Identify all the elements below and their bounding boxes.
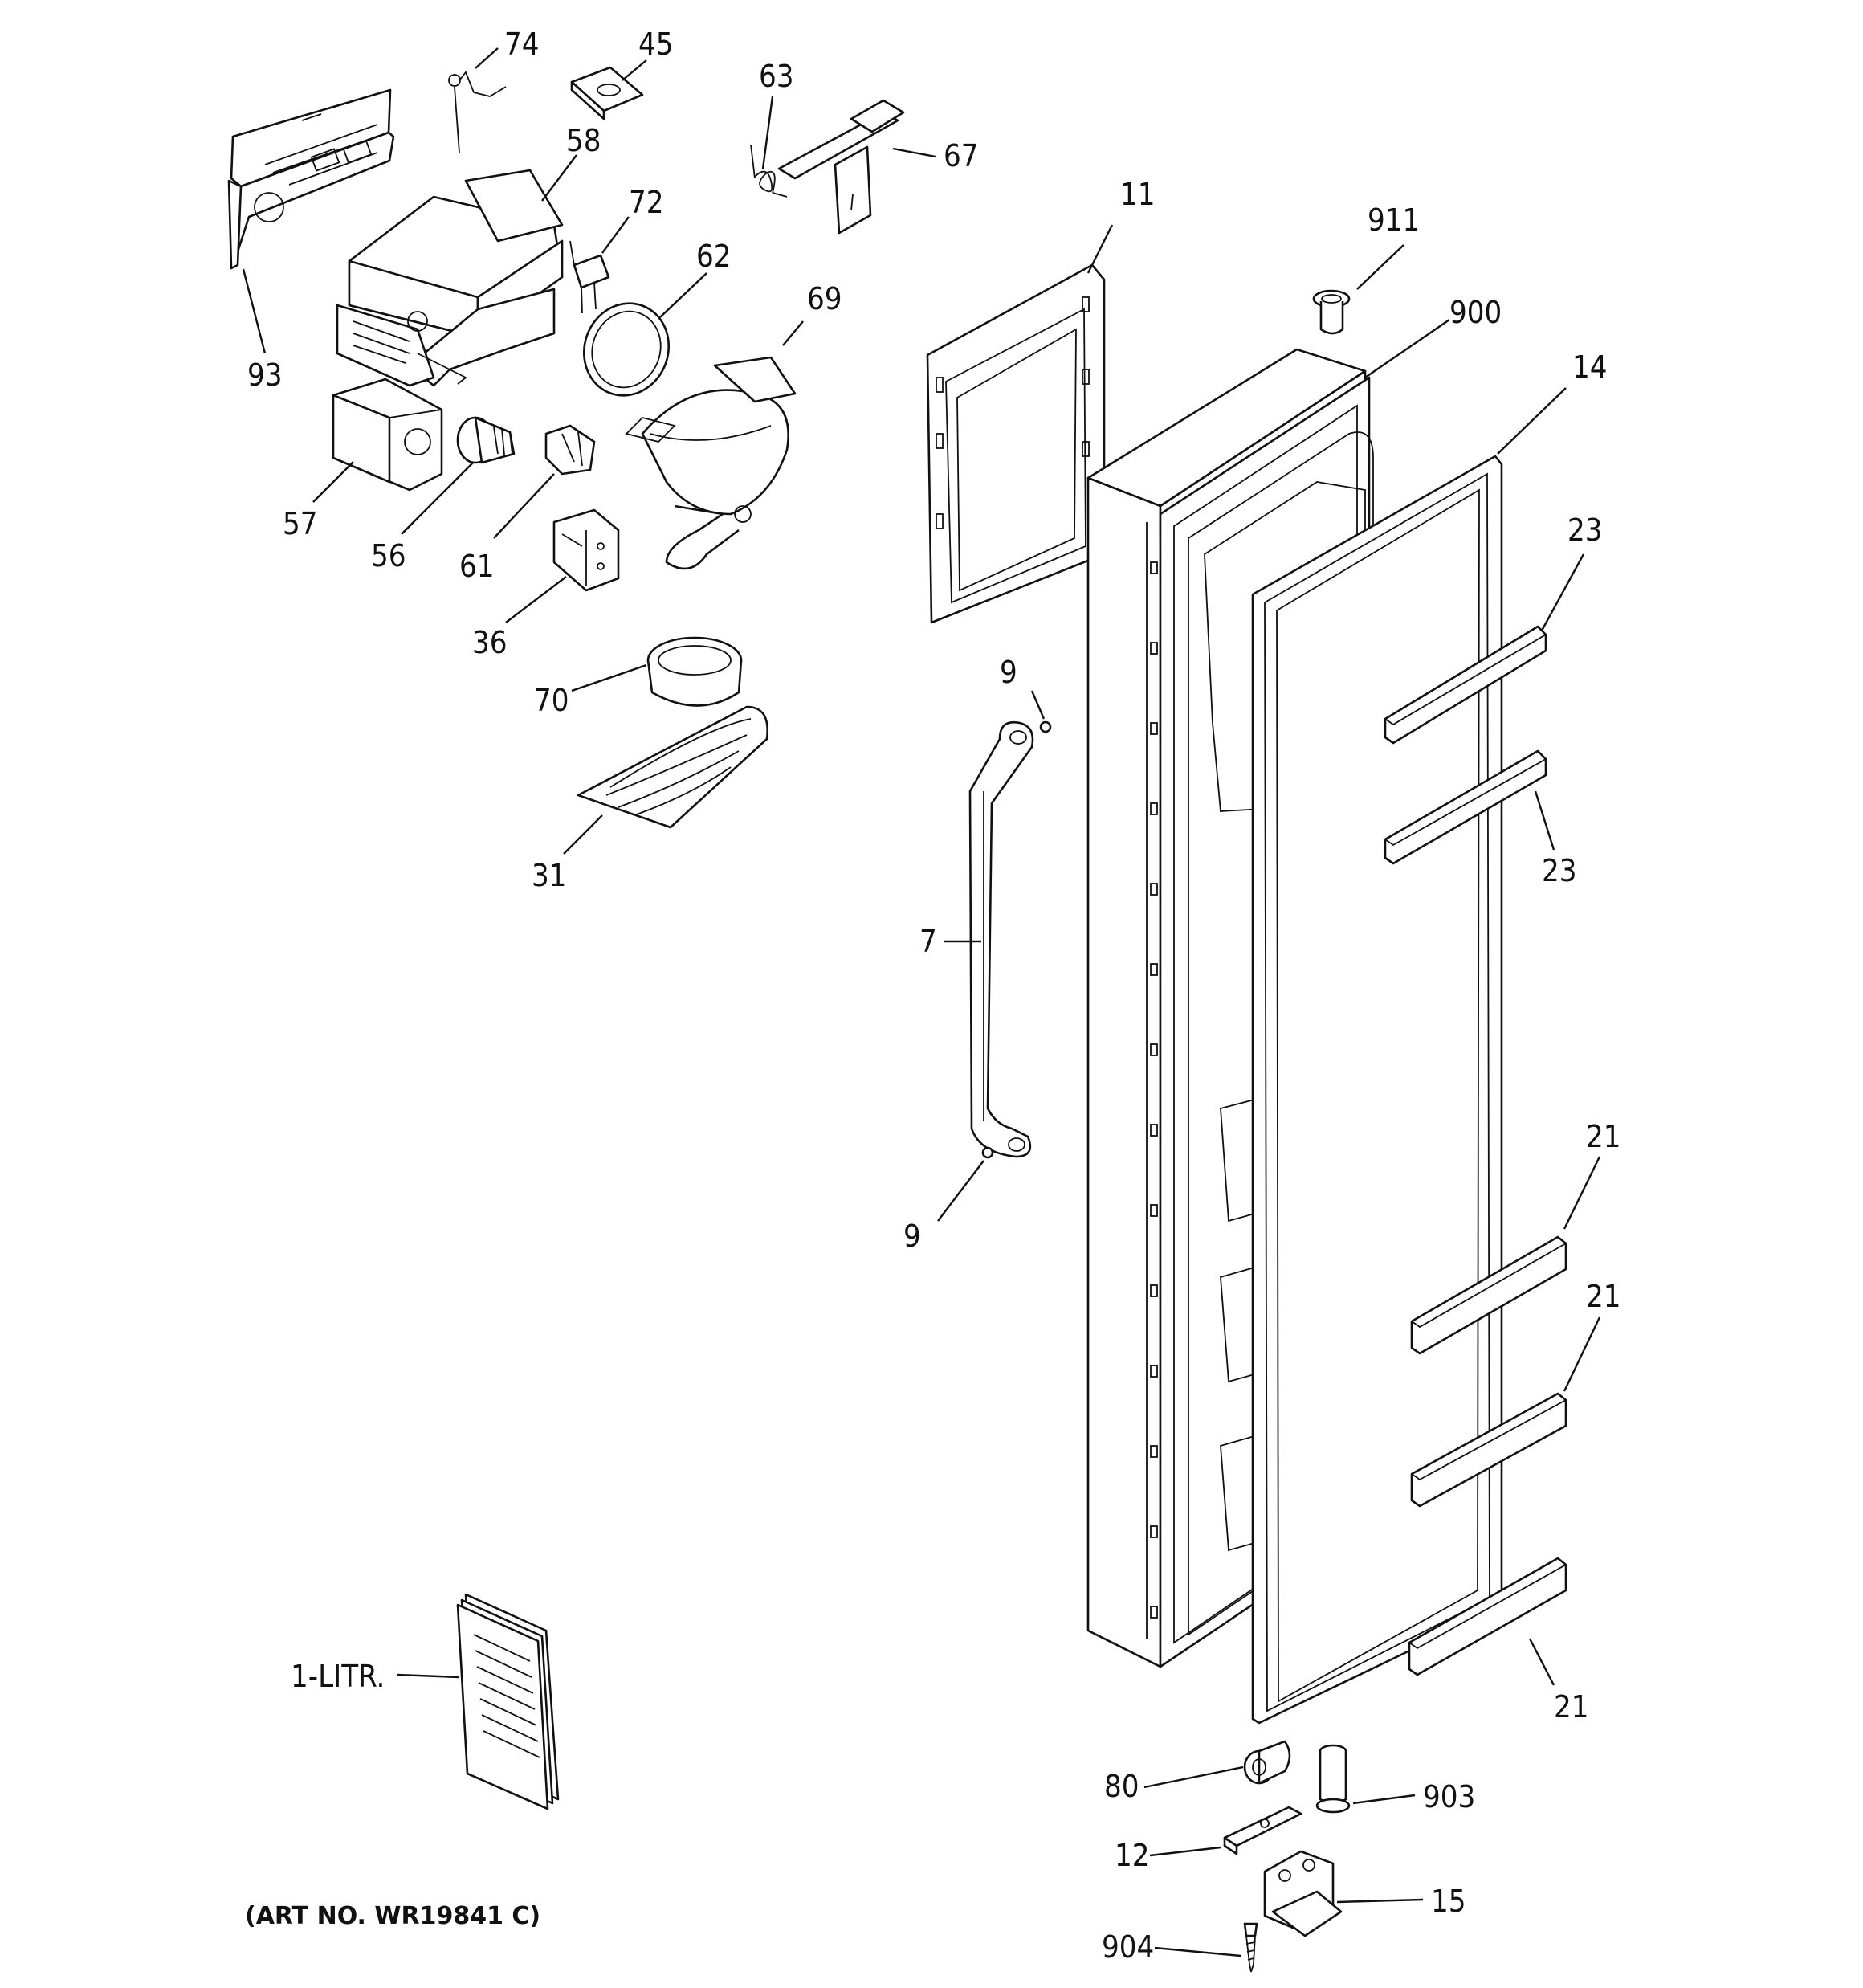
label-12: 12 — [1115, 1838, 1150, 1873]
part-14-door-gasket — [1251, 455, 1503, 1725]
part-21-rail-middle — [1410, 1392, 1567, 1508]
label-70: 70 — [534, 683, 569, 718]
part-56-shaft — [456, 416, 516, 464]
part-12-plate — [1223, 1806, 1302, 1855]
part-23-upper-rail — [1384, 625, 1547, 745]
label-72: 72 — [629, 185, 664, 220]
label-36: 36 — [472, 625, 508, 660]
part-21-rail-upper — [1410, 1235, 1567, 1355]
label-904: 904 — [1102, 1929, 1154, 1965]
label-23-lower: 23 — [1542, 853, 1577, 888]
label-56: 56 — [371, 538, 406, 574]
part-21-rail-bottom — [1408, 1557, 1567, 1676]
label-23-upper: 23 — [1567, 512, 1603, 548]
label-58: 58 — [566, 123, 601, 158]
label-74: 74 — [504, 27, 540, 62]
label-900: 900 — [1449, 295, 1502, 330]
part-23-lower-rail — [1384, 749, 1547, 865]
label-903: 903 — [1423, 1779, 1475, 1815]
label-57: 57 — [283, 506, 318, 541]
label-69: 69 — [807, 281, 842, 316]
label-9-lower: 9 — [903, 1219, 921, 1254]
part-31-drip-tray — [577, 705, 769, 829]
label-11: 11 — [1120, 177, 1156, 212]
part-labels: 74 45 63 67 58 72 62 69 93 57 56 61 36 7… — [247, 27, 1621, 1965]
part-58-ice-chute-housing — [336, 169, 564, 387]
part-911-cap — [1312, 289, 1351, 335]
part-69-funnel — [625, 356, 797, 570]
part-9-screw-top — [1039, 720, 1052, 733]
label-62: 62 — [696, 239, 732, 274]
label-911: 911 — [1368, 202, 1420, 238]
label-67: 67 — [944, 138, 979, 173]
part-93-control-panel — [227, 88, 395, 270]
label-9-upper: 9 — [1000, 655, 1017, 690]
part-62-ring — [582, 302, 671, 397]
leader-lines — [242, 47, 1601, 1957]
label-93: 93 — [247, 357, 283, 393]
label-14: 14 — [1572, 349, 1608, 385]
label-1-litr: 1-LITR. — [291, 1659, 385, 1694]
label-21-upper: 21 — [1586, 1119, 1621, 1154]
part-67-rod-assembly — [777, 99, 905, 235]
part-72-switch — [569, 240, 610, 314]
part-11-dispenser-frame — [926, 263, 1106, 624]
part-74-spring — [448, 71, 507, 153]
part-80-bushing — [1243, 1740, 1291, 1785]
label-61: 61 — [459, 549, 495, 584]
part-15-hinge — [1263, 1850, 1343, 1937]
part-57-motor-cover — [332, 378, 443, 492]
part-904-screw — [1243, 1922, 1258, 1973]
part-7-door-handle — [968, 720, 1034, 1158]
label-31: 31 — [532, 858, 567, 893]
label-21-bottom: 21 — [1554, 1689, 1589, 1725]
label-80: 80 — [1104, 1769, 1139, 1804]
part-61-coupling — [544, 424, 596, 476]
label-7: 7 — [919, 924, 937, 959]
part-9-screw-bottom — [981, 1146, 994, 1159]
label-63: 63 — [759, 59, 794, 94]
part-1-litr-booklet — [456, 1593, 560, 1810]
label-15: 15 — [1431, 1884, 1466, 1919]
part-45-bracket — [570, 66, 644, 120]
gasket-studs — [1150, 561, 1158, 1619]
part-70-gear-ring — [646, 636, 743, 707]
label-45: 45 — [638, 27, 674, 62]
part-36-bracket — [552, 508, 620, 592]
part-903-hinge-pin — [1315, 1744, 1351, 1814]
label-21-middle: 21 — [1586, 1279, 1621, 1314]
part-63-spring — [750, 144, 788, 198]
art-number: (ART NO. WR19841 C) — [245, 1902, 540, 1930]
